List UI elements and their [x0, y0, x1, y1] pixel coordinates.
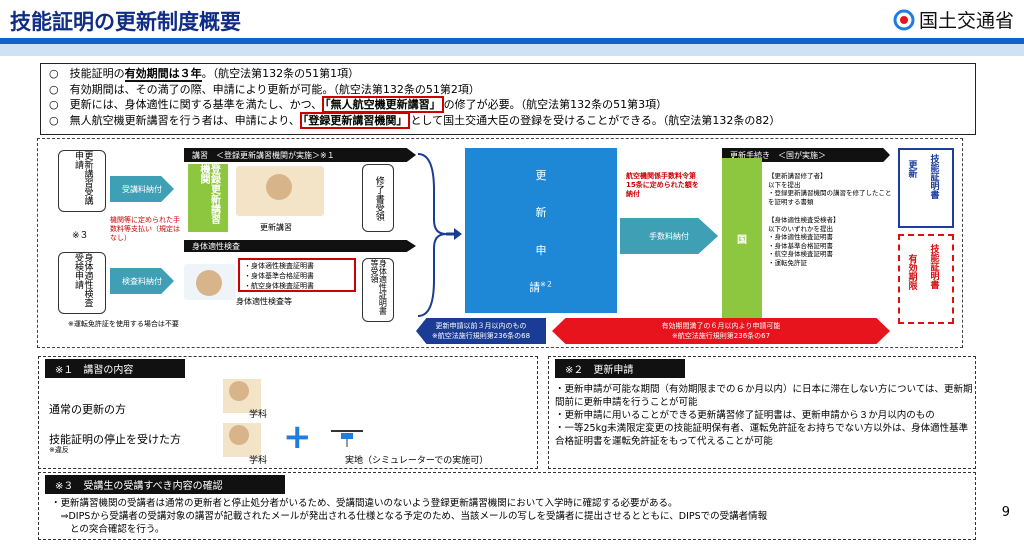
confirmation-panel: ※３ 受講生の受講すべき内容の確認 ・更新講習機関の受講者は通常の更新者と停止処… — [38, 472, 976, 540]
bullet-2: ○ 有効期間は、その満了の際、申請により更新が可能。（航空法第132条の51第2… — [49, 82, 480, 96]
panel2-body: ・更新申請が可能な期間（有効期限までの６か月以内）に日本に滞在しない方については… — [555, 384, 973, 447]
panel3-title: ※３ 受講生の受講すべき内容の確認 — [45, 475, 285, 494]
blue-char-1: 更 — [535, 168, 547, 182]
suspended-sub: ※違反 — [49, 446, 69, 454]
lecture-bar: 講習 ＜登録更新講習機関が実施＞※１ — [184, 148, 416, 162]
note-ast3: ※３ — [72, 231, 89, 241]
org-name: 国土交通省 — [918, 10, 1014, 32]
lecture-application-box: 更新講習受講申請 — [58, 150, 106, 212]
gov-fee-note: 航空機関係手数料令第15条に定められた額を納付 — [626, 172, 699, 198]
gov-fee-arrow: 手数料納付 — [620, 218, 718, 254]
fee-note: 機関等に定められた手数料等支払い（規定はなし） — [110, 216, 180, 242]
aptitude-cert-box: 身体適性証明書等受領 — [362, 258, 394, 322]
lecture-tag-2: 学科 — [249, 456, 268, 466]
student-figure — [266, 174, 292, 200]
exam-cert-list: ・身体適性検査証明書・身体基準合格証明書・航空身体検査証明書 — [238, 258, 356, 292]
renewed-cert-box: 更新 技能証明書 — [898, 148, 954, 228]
pay-lecture-arrow: 受講料納付 — [110, 176, 174, 202]
valid-period-cert-box: 有効期限 技能証明書 — [898, 234, 954, 324]
plus-icon: + — [283, 417, 312, 457]
gov-requirements: 【更新講習修了者】以下を提出・登録更新講習機関の講習を修了したことを証明する書類… — [768, 172, 892, 267]
lecture-content-panel: ※１ 講習の内容 通常の更新の方 学科 技能証明の停止を受けた方 ※違反 学科 … — [38, 356, 538, 469]
doctor-figure — [196, 270, 222, 296]
exam-bar: 身体適性検査 — [184, 240, 416, 252]
normal-renewal-label: 通常の更新の方 — [49, 403, 126, 416]
practical-label: 実地（シミュレーターでの実施可） — [345, 456, 489, 466]
lecture-icon-2 — [223, 423, 261, 457]
blue-char-3: 申 — [535, 243, 547, 257]
blue-char-2: 新 — [535, 206, 547, 220]
suspended-label: 技能証明の停止を受けた方 — [49, 433, 181, 446]
pay-exam-arrow: 検査料納付 — [110, 268, 174, 294]
exam-caption: 身体適性検査等 — [236, 297, 292, 306]
renewal-application-panel: ※２ 更新申請 ・更新申請が可能な期間（有効期限までの６か月以内）に日本に滞在し… — [548, 356, 976, 469]
panel3-body: ・更新講習機関の受講者は通常の更新者と停止処分者がいるため、受講間違いのないよう… — [51, 498, 768, 535]
lecture-caption: 更新講習 — [260, 223, 292, 232]
license-note: ※運転免許証を使用する場合は不要 — [68, 320, 179, 328]
page-title: 技能証明の更新制度概要 — [10, 10, 241, 34]
panel2-title: ※２ 更新申請 — [555, 359, 685, 378]
bullet-1: ○ 技能証明の有効期間は３年。（航空法第132条の51第1項） — [49, 67, 360, 82]
bullet-3: ○ 更新には、身体適性に関する基準を満たし、かつ、「無人航空機更新講習」の修了が… — [49, 96, 668, 113]
exam-application-box: 身体適性検査受検申請 — [58, 252, 106, 314]
blue-char-4: 請※２ — [529, 280, 553, 295]
mlit-logo-icon — [893, 9, 915, 30]
page-number: 9 — [1001, 505, 1010, 520]
header — [0, 0, 1024, 40]
flow-diagram — [37, 138, 963, 348]
exam-illustration — [184, 264, 236, 300]
gov-procedure-bar: 更新手続き ＜国が実施＞ — [722, 148, 890, 162]
lecture-illustration — [236, 166, 324, 216]
renewal-application-box: 更 新 申 請※２ — [465, 148, 617, 313]
summary-box: ○ 技能証明の有効期間は３年。（航空法第132条の51第1項） ○ 有効期間は、… — [40, 63, 976, 135]
drone-icon — [331, 430, 363, 447]
bullet-4: ○ 無人航空機更新講習を行う者は、申請により、「登録更新講習機関」として国土交通… — [49, 111, 781, 129]
lecture-tag-1: 学科 — [249, 410, 268, 420]
panel1-title: ※１ 講習の内容 — [45, 359, 185, 378]
six-month-arrow: 有効期間満了の６月以内より申請可能※航空法施行規則第236条の67 — [552, 318, 890, 344]
header-band-light — [0, 44, 1024, 56]
completion-cert-box: 修了書受領 — [362, 164, 394, 232]
org-logo: 国土交通省 — [893, 6, 1014, 33]
header-band — [0, 38, 1024, 44]
three-month-arrow: 更新申請以前３月以内のもの※航空法施行規則第236条の68 — [416, 318, 546, 344]
brace-arrow-icon — [417, 153, 462, 317]
lecture-icon-1 — [223, 379, 261, 413]
lecture-org-box: 登録更新講習機関 — [188, 164, 228, 232]
gov-box: 国 — [722, 158, 762, 318]
